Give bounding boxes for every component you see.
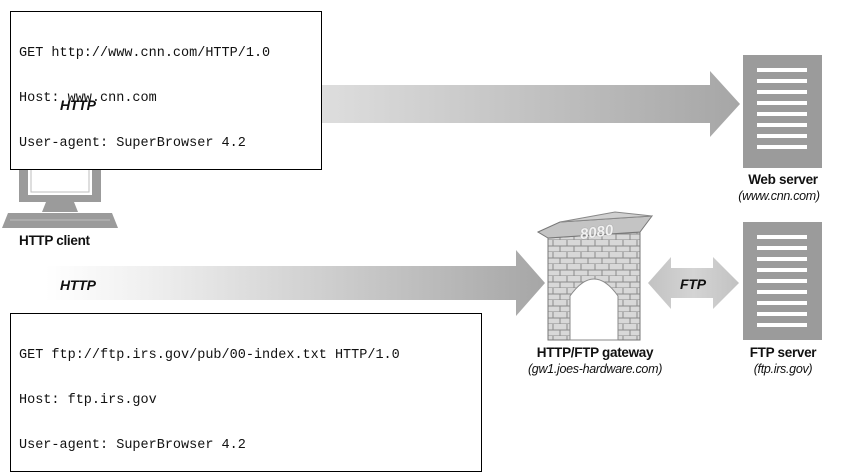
- web-server-host: (www.cnn.com): [738, 189, 820, 203]
- gateway-label: HTTP/FTP gateway: [536, 345, 654, 360]
- gateway-host: (gw1.joes-hardware.com): [527, 362, 663, 376]
- ftp-server-label: FTP server: [749, 345, 817, 360]
- gateway-arch-icon: [536, 211, 654, 341]
- http-request-box-ftp: GET ftp://ftp.irs.gov/pub/00-index.txt H…: [10, 313, 482, 472]
- user-agent-header: User-agent: SuperBrowser 4.2: [19, 438, 246, 453]
- ftp-label: FTP: [680, 276, 706, 292]
- user-agent-header: User-agent: SuperBrowser 4.2: [19, 136, 246, 151]
- http-arrow-bottom: [45, 250, 545, 316]
- request-line: GET ftp://ftp.irs.gov/pub/00-index.txt H…: [19, 348, 400, 363]
- ftp-double-arrow: [648, 257, 739, 309]
- http-label-bottom: HTTP: [60, 277, 96, 293]
- http-request-box-cnn: GET http://www.cnn.com/HTTP/1.0 Host: ww…: [10, 11, 322, 170]
- host-header: Host: www.cnn.com: [19, 91, 157, 106]
- http-label-top: HTTP: [60, 97, 96, 113]
- web-server-label: Web server: [748, 172, 818, 187]
- server-icon: [743, 55, 822, 168]
- ftp-server-host: (ftp.irs.gov): [753, 362, 813, 376]
- request-line: GET http://www.cnn.com/HTTP/1.0: [19, 46, 271, 61]
- client-label: HTTP client: [19, 233, 90, 248]
- server-icon: [743, 222, 822, 340]
